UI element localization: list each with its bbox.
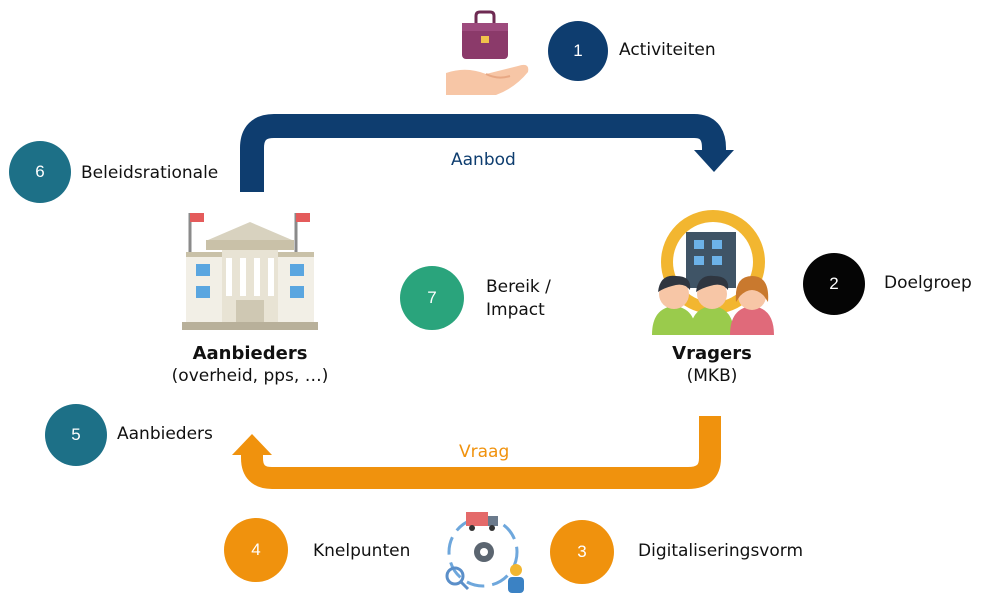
step-number: 1 xyxy=(573,41,583,60)
step-2-circle: 2 xyxy=(803,253,865,315)
step-6-label: Beleidsrationale xyxy=(81,163,219,183)
step-number: 7 xyxy=(427,288,437,307)
providers-subtitle: (overheid, pps, …) xyxy=(171,366,329,386)
step-2-label: Doelgroep xyxy=(884,273,972,293)
step-3-label: Digitaliseringsvorm xyxy=(638,541,804,561)
step-number: 4 xyxy=(251,540,261,559)
step-1-label: Activiteiten xyxy=(619,40,716,60)
step-7-circle: 7 xyxy=(400,266,464,330)
step-number: 5 xyxy=(71,425,81,444)
step-5-label: Aanbieders xyxy=(117,424,213,444)
step-4-circle: 4 xyxy=(224,518,288,582)
digital-cycle-icon xyxy=(445,512,524,593)
providers-title: Aanbieders xyxy=(192,343,308,364)
supply-arrow xyxy=(240,114,734,192)
demand-flow-label: Vraag xyxy=(459,442,510,462)
step-7-label: Bereik / Impact xyxy=(486,277,551,320)
step-number: 2 xyxy=(829,274,839,293)
step-4-label: Knelpunten xyxy=(313,541,411,561)
demanders-title: Vragers xyxy=(672,343,752,364)
government-building-icon xyxy=(182,213,318,330)
supply-flow-label: Aanbod xyxy=(451,150,516,170)
step-3-circle: 3 xyxy=(550,520,614,584)
demanders-block: Vragers (MKB) xyxy=(622,343,802,386)
step-number: 6 xyxy=(35,162,45,181)
hand-briefcase-icon xyxy=(446,10,529,95)
step-6-circle: 6 xyxy=(9,141,71,203)
demand-arrow xyxy=(232,416,721,489)
step-5-circle: 5 xyxy=(45,404,107,466)
providers-block: Aanbieders (overheid, pps, …) xyxy=(140,343,360,386)
step-1-circle: 1 xyxy=(548,21,608,81)
demanders-subtitle: (MKB) xyxy=(686,366,738,386)
step-number: 3 xyxy=(577,542,587,561)
business-people-gear-icon xyxy=(652,210,774,335)
